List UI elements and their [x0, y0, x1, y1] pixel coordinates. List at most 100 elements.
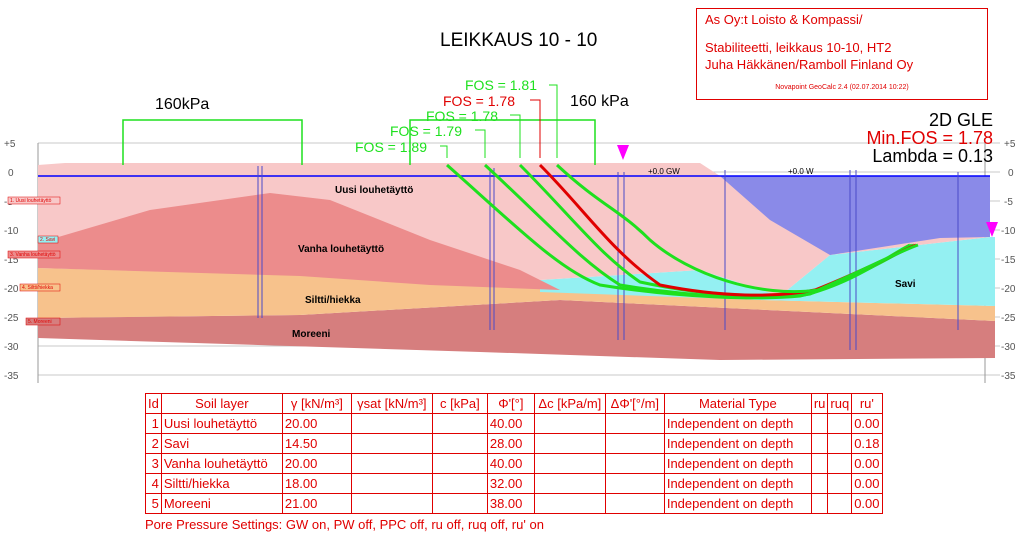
table-cell: 3 — [145, 453, 162, 474]
gw-label-left: +0.0 GW — [648, 167, 680, 176]
side-tag-4: 4. Siltti/hiekka — [22, 285, 53, 291]
table-cell: 32.00 — [486, 473, 535, 494]
soil-parameter-table: Id Soil layer γ [kN/m³] γsat [kN/m³] c [… — [145, 393, 883, 514]
table-cell — [350, 433, 433, 454]
table-cell: 14.50 — [281, 433, 352, 454]
table-cell — [350, 413, 433, 434]
tick-right-m5: -5 — [1004, 197, 1013, 208]
side-tag-2: 2. Savi — [40, 237, 55, 243]
table-cell: 18.00 — [281, 473, 352, 494]
table-cell — [810, 493, 829, 514]
table-cell: Uusi louhetäyttö — [160, 413, 283, 434]
critical-leader — [530, 99, 541, 158]
table-cell: Moreeni — [160, 493, 283, 514]
table-cell — [827, 493, 853, 514]
table-cell: Siltti/hiekka — [160, 473, 283, 494]
tick-left-m10: -10 — [4, 226, 19, 237]
water-marker-top — [617, 145, 629, 160]
water-marker-right — [986, 222, 998, 237]
table-cell: 0.00 — [851, 473, 883, 494]
table-cell: 0.00 — [851, 453, 883, 474]
water-body — [720, 176, 990, 255]
tick-right-5: +5 — [1004, 139, 1016, 150]
fos-label-1: FOS = 1.81 — [465, 77, 537, 93]
table-cell: 28.00 — [486, 433, 535, 454]
surcharge-loads — [122, 119, 596, 165]
boreholes — [257, 166, 959, 350]
tick-right-m15: -15 — [1001, 255, 1016, 266]
table-cell — [350, 493, 433, 514]
col-delta-c: Δc [kPa/m] — [533, 393, 606, 414]
table-cell — [431, 413, 488, 434]
tick-right-0: 0 — [1008, 168, 1014, 179]
layer-labels: Uusi louhetäyttö Vanha louhetäyttö Siltt… — [292, 185, 916, 340]
table-cell — [810, 473, 829, 494]
table-cell — [533, 433, 606, 454]
fos-label-3: FOS = 1.78 — [426, 108, 498, 124]
table-cell: 38.00 — [486, 493, 535, 514]
table-cell: 40.00 — [486, 453, 535, 474]
col-phi: Φ'[°] — [486, 393, 535, 414]
table-cell — [533, 473, 606, 494]
col-material-type: Material Type — [663, 393, 812, 414]
title-software: Novapoint GeoCalc 2.4 (02.07.2014 10:22) — [775, 84, 909, 91]
tick-left-m35: -35 — [4, 371, 19, 382]
section-title: LEIKKAUS 10 - 10 — [440, 30, 597, 51]
label-vanha: Vanha louhetäyttö — [298, 244, 384, 255]
title-block: As Oy:t Loisto & Kompassi/ Stabiliteetti… — [696, 8, 988, 100]
table-cell — [431, 493, 488, 514]
side-tags: 1. Uusi louhetäyttö 2. Savi 3. Vanha lou… — [7, 196, 61, 326]
layer-vanha-louhetaytto — [38, 193, 560, 290]
min-fos-label: Min.FOS = 1.78 — [866, 128, 993, 148]
table-cell: 20.00 — [281, 413, 352, 434]
tick-right-m20: -20 — [1001, 284, 1016, 295]
table-cell: 1 — [145, 413, 162, 434]
table-cell: 4 — [145, 473, 162, 494]
table-cell — [533, 493, 606, 514]
table-cell — [810, 433, 829, 454]
table-cell: 5 — [145, 493, 162, 514]
table-cell — [431, 453, 488, 474]
gw-label-right: +0.0 W — [788, 167, 814, 176]
table-cell — [431, 473, 488, 494]
table-cell — [533, 453, 606, 474]
table-cell: Vanha louhetäyttö — [160, 453, 283, 474]
col-delta-phi: ΔΦ'[°/m] — [604, 393, 665, 414]
pore-pressure-settings: Pore Pressure Settings: GW on, PW off, P… — [145, 517, 544, 532]
tick-right-m30: -30 — [1001, 342, 1016, 353]
table-cell — [604, 413, 665, 434]
label-moreeni: Moreeni — [292, 329, 331, 340]
fos-label-2-critical: FOS = 1.78 — [443, 93, 515, 109]
lambda-label: Lambda = 0.13 — [872, 146, 993, 166]
title-company: As Oy:t Loisto & Kompassi/ — [705, 12, 863, 27]
table-cell — [604, 493, 665, 514]
table-cell: Independent on depth — [663, 473, 812, 494]
table-cell: Independent on depth — [663, 493, 812, 514]
table-cell — [827, 473, 853, 494]
col-soil-layer: Soil layer — [160, 393, 283, 414]
table-cell: 0.00 — [851, 493, 883, 514]
table-cell: 0.18 — [851, 433, 883, 454]
table-cell: 0.00 — [851, 413, 883, 434]
table-cell — [827, 413, 853, 434]
layer-moreeni — [38, 300, 995, 360]
table-cell — [810, 453, 829, 474]
col-ru: ru — [810, 393, 829, 414]
tick-left-m20: -20 — [4, 284, 19, 295]
tick-right-m10: -10 — [1001, 226, 1016, 237]
title-author: Juha Häkkänen/Ramboll Finland Oy — [705, 57, 914, 72]
label-siltti: Siltti/hiekka — [305, 295, 361, 306]
table-cell — [827, 433, 853, 454]
fos-leaders — [440, 84, 558, 158]
table-cell: 2 — [145, 433, 162, 454]
side-tag-3: 3. Vanha louhetäyttö — [10, 252, 56, 258]
fos-label-5: FOS = 1.89 — [355, 139, 427, 155]
tick-right-m25: -25 — [1001, 313, 1016, 324]
load-label-right: 160 kPa — [570, 93, 629, 110]
label-uusi: Uusi louhetäyttö — [335, 185, 413, 196]
table-cell: 20.00 — [281, 453, 352, 474]
table-cell — [827, 453, 853, 474]
